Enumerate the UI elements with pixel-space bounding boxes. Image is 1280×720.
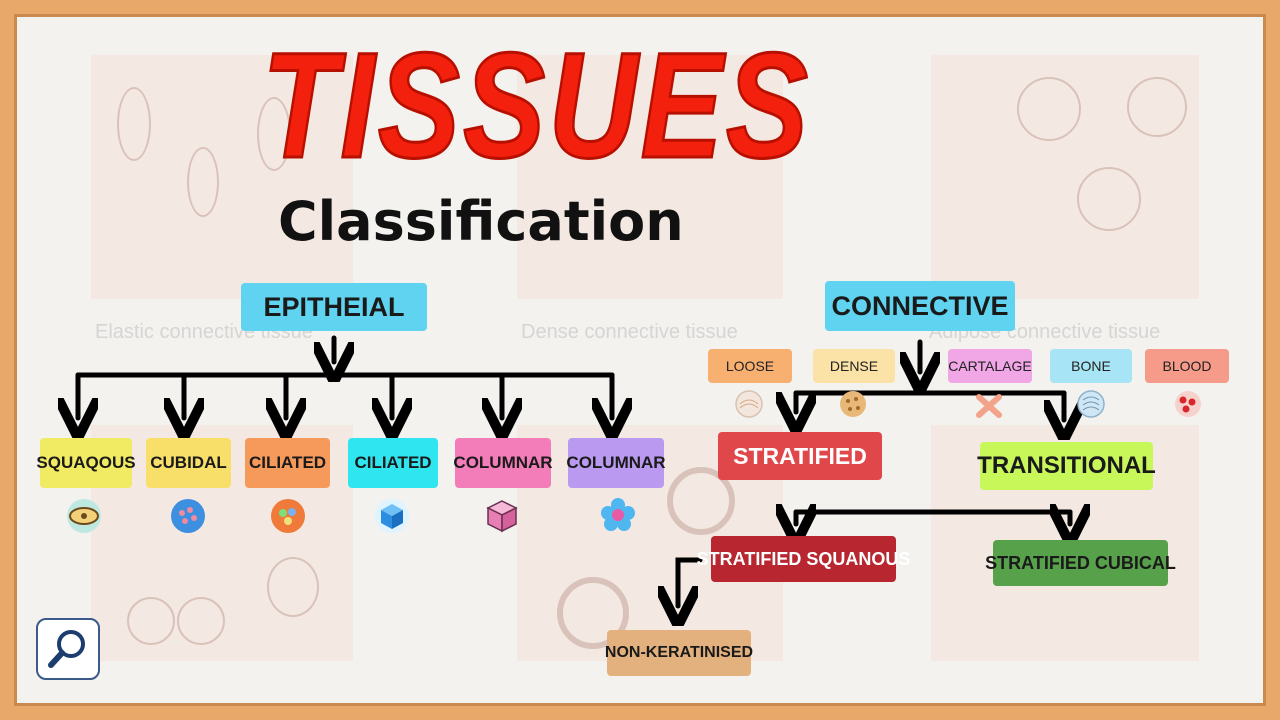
stratified-box: STRATIFIED [718, 432, 882, 480]
bg-cell [127, 597, 175, 645]
magnifier-icon[interactable] [36, 618, 100, 680]
prism-icon [486, 500, 518, 533]
cube-icon [375, 499, 409, 533]
blood-box: BLOOD [1145, 349, 1229, 383]
blood-cell-icon [1175, 391, 1201, 417]
squamous-cell-icon [67, 499, 101, 533]
bg-cell [187, 147, 219, 217]
page-subtitle: Classification [278, 190, 684, 253]
page-title: TISSUES [261, 21, 812, 189]
bg-cell [1017, 77, 1081, 141]
dense-box: DENSE [813, 349, 895, 383]
bg-cell [177, 597, 225, 645]
bg-caption-dense: Dense connective tissue [521, 321, 738, 343]
bg-cell [667, 467, 735, 535]
connective-box: CONNECTIVE [825, 281, 1015, 331]
cartilage-icon [976, 394, 1002, 418]
cuboidal-cell-icon [171, 499, 205, 533]
columnar-box-1: COLUMNAR [453, 438, 553, 488]
bg-cell [257, 97, 291, 171]
non-keratinised-box: NON-KERATINISED [605, 630, 753, 676]
bg-cell [1127, 77, 1187, 137]
cubidal-box: CUBIDAL [146, 438, 231, 488]
cartilage-box: CARTALAGE [948, 349, 1032, 383]
epithelial-box: EPITHEIAL [241, 283, 427, 331]
dense-tissue-image [517, 55, 783, 299]
dense-tissue-icon [840, 391, 866, 417]
squamous-box: SQUAQOUS [36, 438, 136, 488]
bg-cell [1077, 167, 1141, 231]
ciliated-box-2: CILIATED [348, 438, 438, 488]
arrow-to-non-keratinised [678, 557, 703, 606]
bg-cell [267, 557, 319, 617]
ciliated-cell-icon [271, 499, 305, 533]
bone-icon [1077, 390, 1105, 418]
stratified-cubical-box: STRATIFIED CUBICAL [985, 540, 1176, 586]
loose-box: LOOSE [708, 349, 792, 383]
bone-box: BONE [1050, 349, 1132, 383]
columnar-box-2: COLUMNAR [566, 438, 666, 488]
flower-cell-icon [601, 498, 635, 531]
bg-cell [117, 87, 151, 161]
stratified-squamous-box: STRATIFIED SQUANOUS [697, 536, 910, 582]
loose-tissue-icon [735, 390, 763, 418]
transitional-box: TRANSITIONAL [977, 442, 1156, 490]
ciliated-box-1: CILIATED [245, 438, 330, 488]
bg-cell [557, 577, 629, 649]
